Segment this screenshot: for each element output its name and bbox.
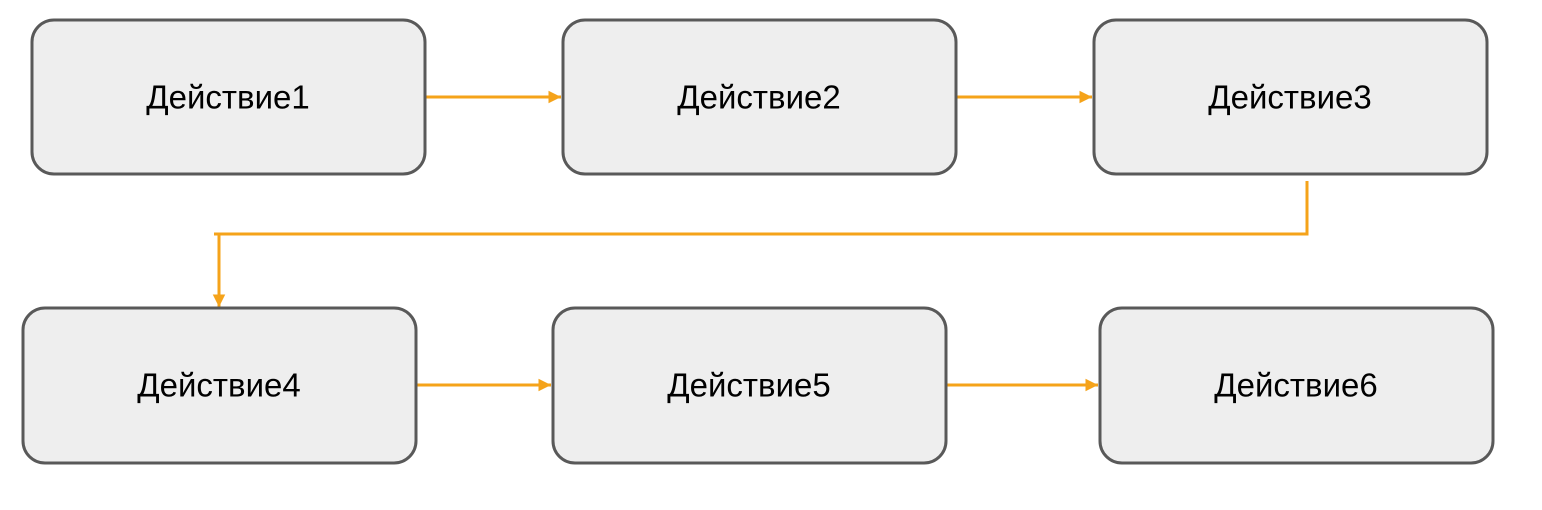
node-action-3: Действие3	[1092, 18, 1489, 176]
node-action-5: Действие5	[551, 306, 948, 465]
node-box	[1098, 306, 1495, 465]
node-box	[551, 306, 948, 465]
connector-n3-n4	[212, 181, 1309, 307]
node-label: Действие1	[146, 79, 309, 116]
node-label: Действие5	[667, 367, 830, 404]
node-action-4: Действие4	[21, 306, 418, 465]
node-label: Действие4	[137, 367, 300, 404]
node-label: Действие6	[1214, 367, 1377, 404]
node-action-2: Действие2	[561, 18, 958, 176]
node-label: Действие2	[677, 79, 840, 116]
node-box	[30, 18, 427, 176]
node-box	[1092, 18, 1489, 176]
node-box	[561, 18, 958, 176]
node-label: Действие3	[1208, 79, 1371, 116]
node-action-1: Действие1	[30, 18, 427, 176]
node-action-6: Действие6	[1098, 306, 1495, 465]
node-box	[21, 306, 418, 465]
connectors	[212, 90, 1309, 392]
